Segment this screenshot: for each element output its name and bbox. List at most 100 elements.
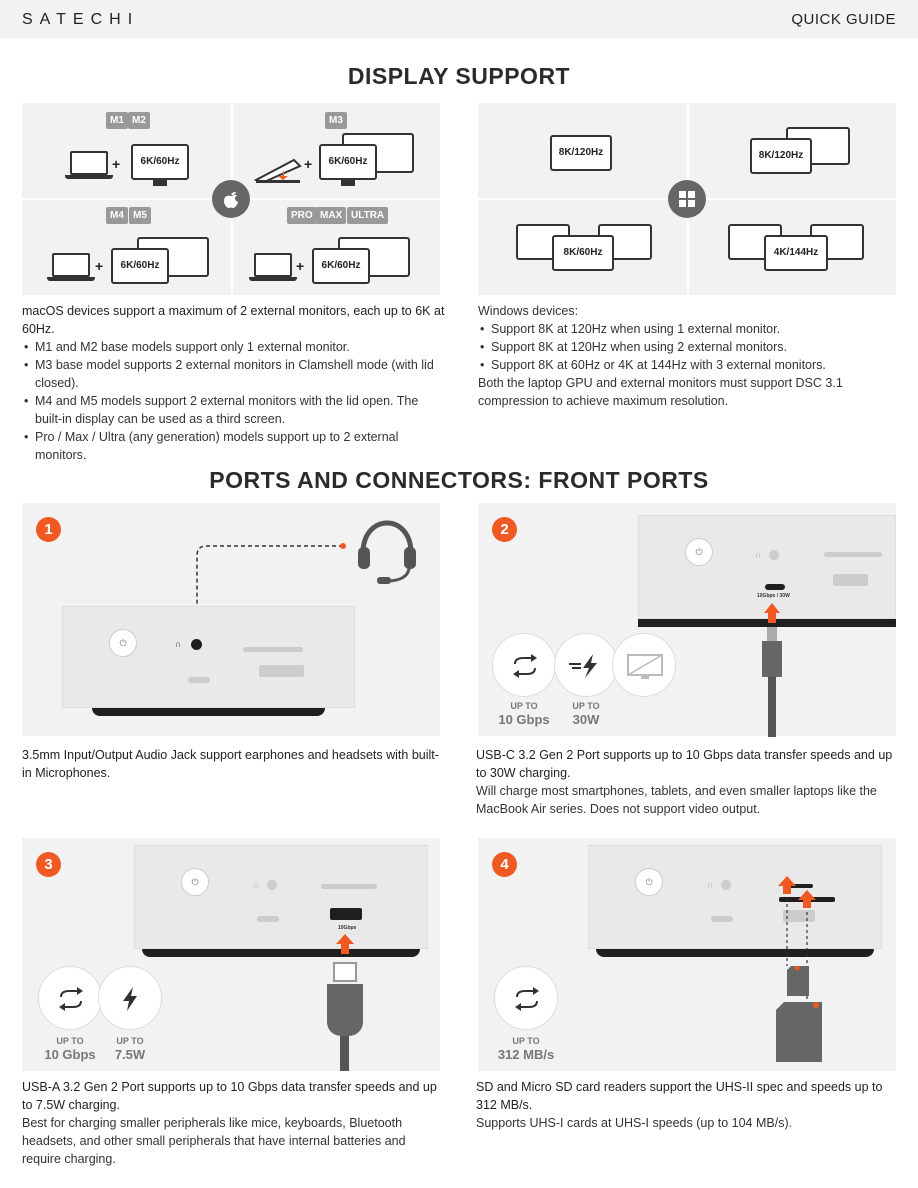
micro-sd-slot	[787, 884, 813, 888]
spec-circle-charge	[98, 966, 162, 1030]
windows-intro: Windows devices:	[478, 304, 579, 318]
usb-a-connector	[333, 962, 357, 982]
chip-badge-max: MAX	[316, 207, 347, 224]
usb-a-cable	[340, 1036, 349, 1071]
sd-insert-lines	[778, 876, 816, 1004]
top-bar: SATECHI QUICK GUIDE	[0, 0, 918, 38]
port-1-panel: 1 ⏻ ∩	[22, 503, 440, 736]
plus-sign: +	[112, 156, 121, 172]
step-number-1: 1	[36, 517, 61, 542]
ports-title: PORTS AND CONNECTORS: FRONT PORTS	[209, 467, 709, 493]
chip-badge-m1: M1	[106, 112, 128, 129]
display-support-title: DISPLAY SUPPORT	[347, 63, 571, 89]
laptop-icon	[254, 253, 292, 277]
sd-card-icon	[776, 1002, 822, 1062]
port-desc: SD and Micro SD card readers support the…	[476, 1080, 883, 1112]
hub-device: ⏻ ∩	[588, 845, 882, 949]
monitor-icon: 8K/120Hz	[750, 138, 812, 174]
headset-icon	[358, 520, 416, 584]
usbc-port-label: 10Gbps / 30W	[757, 593, 790, 599]
spec-circle-no-video	[612, 633, 676, 697]
sync-arrows-icon	[513, 654, 537, 678]
port-1-text: 3.5mm Input/Output Audio Jack support ea…	[22, 746, 447, 782]
monitor-icon: 8K/60Hz	[552, 235, 614, 271]
power-button-icon: ⏻	[109, 629, 137, 657]
windows-display-text: Windows devices: Support 8K at 120Hz whe…	[478, 302, 898, 410]
monitor-right-icon	[598, 224, 652, 260]
mac-bullet: Pro / Max / Ultra (any generation) model…	[22, 428, 447, 464]
audio-jack	[191, 639, 202, 650]
spec-value: 7.5W	[114, 1047, 146, 1062]
windows-bullet: Support 8K at 120Hz when using 1 externa…	[478, 320, 898, 338]
hub-device: ⏻ ∩	[62, 606, 355, 708]
spec-value: 312 MB/s	[497, 1047, 555, 1062]
step-number-4: 4	[492, 852, 517, 877]
monitor-icon: 6K/60Hz	[111, 248, 169, 284]
chip-badge-m2: M2	[128, 112, 150, 129]
windows-bullet: Support 8K at 60Hz or 4K at 144Hz with 3…	[478, 356, 898, 374]
orange-arrow-up-icon	[764, 603, 780, 623]
sync-arrows-icon	[59, 987, 83, 1011]
spec-circle-transfer	[38, 966, 102, 1030]
apple-icon	[212, 180, 250, 218]
spec-up-label: UP TO	[510, 701, 538, 711]
closed-laptop-icon	[254, 158, 302, 184]
spec-up-label: UP TO	[512, 1036, 540, 1046]
port-4-text: SD and Micro SD card readers support the…	[476, 1078, 901, 1132]
chip-badge-m5: M5	[129, 207, 151, 224]
audio-connection-line	[196, 543, 346, 608]
port-3-text: USB-A 3.2 Gen 2 Port supports up to 10 G…	[22, 1078, 447, 1168]
step-number-3: 3	[36, 852, 61, 877]
monitor-icon: 6K/60Hz	[131, 144, 189, 180]
chip-badge-m4: M4	[106, 207, 128, 224]
spec-up-label: UP TO	[116, 1036, 144, 1046]
laptop-icon	[70, 151, 108, 175]
headphone-jack-icon: ∩	[707, 880, 714, 890]
spec-circle-charge	[554, 633, 618, 697]
monitor-icon: 6K/60Hz	[312, 248, 370, 284]
usba-port-label: 10Gbps	[338, 925, 357, 931]
display-icon	[627, 654, 663, 679]
sync-arrows-icon	[515, 987, 539, 1011]
laptop-icon	[52, 253, 90, 277]
windows-icon	[668, 180, 706, 218]
spec-up-label: UP TO	[572, 701, 600, 711]
monitor-icon: 8K/120Hz	[550, 135, 612, 171]
spec-value: 10 Gbps	[498, 712, 550, 727]
port-note: Will charge most smartphones, tablets, a…	[476, 784, 877, 816]
mac-intro: macOS devices support a maximum of 2 ext…	[22, 304, 445, 336]
headphone-jack-icon: ∩	[755, 550, 762, 560]
port-3-panel: 3 ⏻ ∩ 10Gbps UP TO 10 Gbps UP TO 7.5W	[22, 838, 440, 1071]
port-desc: 3.5mm Input/Output Audio Jack support ea…	[22, 748, 439, 780]
mac-bullet: M1 and M2 base models support only 1 ext…	[22, 338, 447, 356]
windows-display-panel: 8K/120Hz 8K/120Hz 8K/60Hz 4K/144Hz	[478, 103, 896, 295]
windows-note: Both the laptop GPU and external monitor…	[478, 376, 843, 408]
chip-badge-pro: PRO	[287, 207, 317, 224]
spec-circle-transfer	[494, 966, 558, 1030]
power-button-icon: ⏻	[685, 538, 713, 566]
mac-bullet: M4 and M5 models support 2 external moni…	[22, 392, 447, 428]
port-desc: USB-A 3.2 Gen 2 Port supports up to 10 G…	[22, 1080, 437, 1112]
hub-device: ⏻ ∩ 10Gbps	[134, 845, 428, 949]
chip-badge-m3: M3	[325, 112, 347, 129]
lightning-icon	[123, 987, 137, 1011]
step-number-2: 2	[492, 517, 517, 542]
spec-up-label: UP TO	[56, 1036, 84, 1046]
fast-charge-icon	[569, 654, 597, 678]
headphone-jack-icon: ∩	[253, 880, 260, 890]
monitor-icon: 4K/144Hz	[764, 235, 828, 271]
port-4-panel: 4 ⏻ ∩ UP TO 312 MB/s	[478, 838, 896, 1071]
port-2-panel: 2 ⏻ ∩ 10Gbps / 30W	[478, 503, 896, 737]
spec-value: 30W	[572, 712, 600, 727]
port-desc: USB-C 3.2 Gen 2 Port supports up to 10 G…	[476, 748, 893, 780]
usb-c-connector	[767, 627, 777, 641]
guide-title: QUICK GUIDE	[791, 11, 896, 28]
usb-c-cable	[768, 677, 776, 737]
port-note: Supports UHS-I cards at UHS-I speeds (up…	[476, 1116, 793, 1130]
power-button-icon: ⏻	[635, 868, 663, 896]
spec-circle-transfer	[492, 633, 556, 697]
port-note: Best for charging smaller peripherals li…	[22, 1116, 406, 1166]
power-button-icon: ⏻	[181, 868, 209, 896]
brand-logo: SATECHI	[22, 11, 140, 28]
hub-device: ⏻ ∩ 10Gbps / 30W	[638, 515, 896, 619]
